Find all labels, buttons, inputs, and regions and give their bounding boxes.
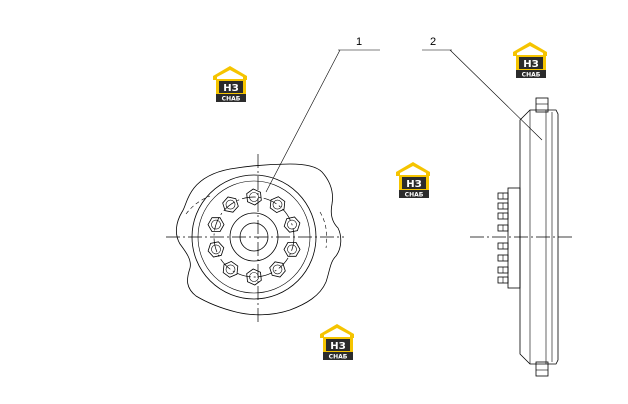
bolt-washer	[287, 244, 297, 255]
logo-panel	[519, 57, 543, 69]
front-view	[166, 154, 344, 322]
logo-sub-text: СНАБ	[522, 72, 541, 79]
bolt-group	[207, 188, 301, 286]
logo-letters: НЗ	[523, 59, 538, 70]
bolt-head	[246, 268, 262, 286]
logo-panel	[326, 339, 350, 351]
bolt-head	[207, 241, 225, 258]
callout-2-leader	[449, 49, 543, 141]
callout-2: 2	[422, 36, 543, 141]
watermark-logo: НЗ СНАБ	[513, 42, 547, 79]
callout-2-label: 2	[430, 36, 436, 48]
logo-letters: НЗ	[330, 341, 345, 352]
bolt-head	[283, 216, 301, 233]
bolt-washer	[225, 199, 236, 210]
bolt-washer	[287, 219, 297, 230]
bottom-boss	[535, 361, 549, 377]
side-bolt-group	[497, 192, 509, 284]
bolt-head	[222, 260, 239, 278]
callout-1-label: 1	[356, 36, 362, 48]
bolt-washer	[211, 219, 221, 230]
side-view	[470, 97, 574, 377]
logo-sub-bar	[516, 70, 546, 78]
housing-outline	[176, 163, 342, 316]
logo-panel	[402, 177, 426, 189]
logo-roof-icon	[213, 66, 247, 80]
bolt-washer	[225, 264, 236, 275]
logo-sub-text: СНАБ	[405, 192, 424, 199]
logo-sub-bar	[323, 352, 353, 360]
callout-1: 1	[265, 36, 380, 193]
bolt-washer	[272, 264, 283, 275]
disc-body	[519, 109, 559, 365]
top-boss	[535, 97, 549, 113]
logo-sub-bar	[399, 190, 429, 198]
bolt-head	[246, 188, 262, 206]
bolt-head	[207, 217, 225, 233]
bolt-head	[283, 241, 301, 257]
logo-sub-text: СНАБ	[222, 96, 241, 103]
logo-roof-icon	[396, 162, 430, 176]
bolt-washer	[249, 192, 259, 202]
logo-letters: НЗ	[406, 179, 421, 190]
bolt-washer	[211, 244, 221, 255]
logo-roof-icon	[513, 42, 547, 56]
bolt-washer	[272, 199, 283, 210]
hub-protrusion	[507, 187, 521, 289]
logo-roof-icon	[320, 324, 354, 338]
logo-letters: НЗ	[223, 83, 238, 94]
bolt-head	[269, 196, 286, 214]
watermark-logo: НЗ СНАБ	[213, 66, 247, 103]
logo-sub-bar	[216, 94, 246, 102]
watermark-logo: НЗ СНАБ	[396, 162, 430, 199]
bolt-head	[269, 261, 286, 278]
watermark-logo: НЗ СНАБ	[320, 324, 354, 361]
logo-panel	[219, 81, 243, 93]
logo-sub-text: СНАБ	[329, 354, 348, 361]
bolt-washer	[249, 272, 259, 282]
bolt-head	[222, 196, 239, 213]
hidden-edge	[185, 195, 328, 249]
callout-1-leader	[265, 49, 341, 193]
